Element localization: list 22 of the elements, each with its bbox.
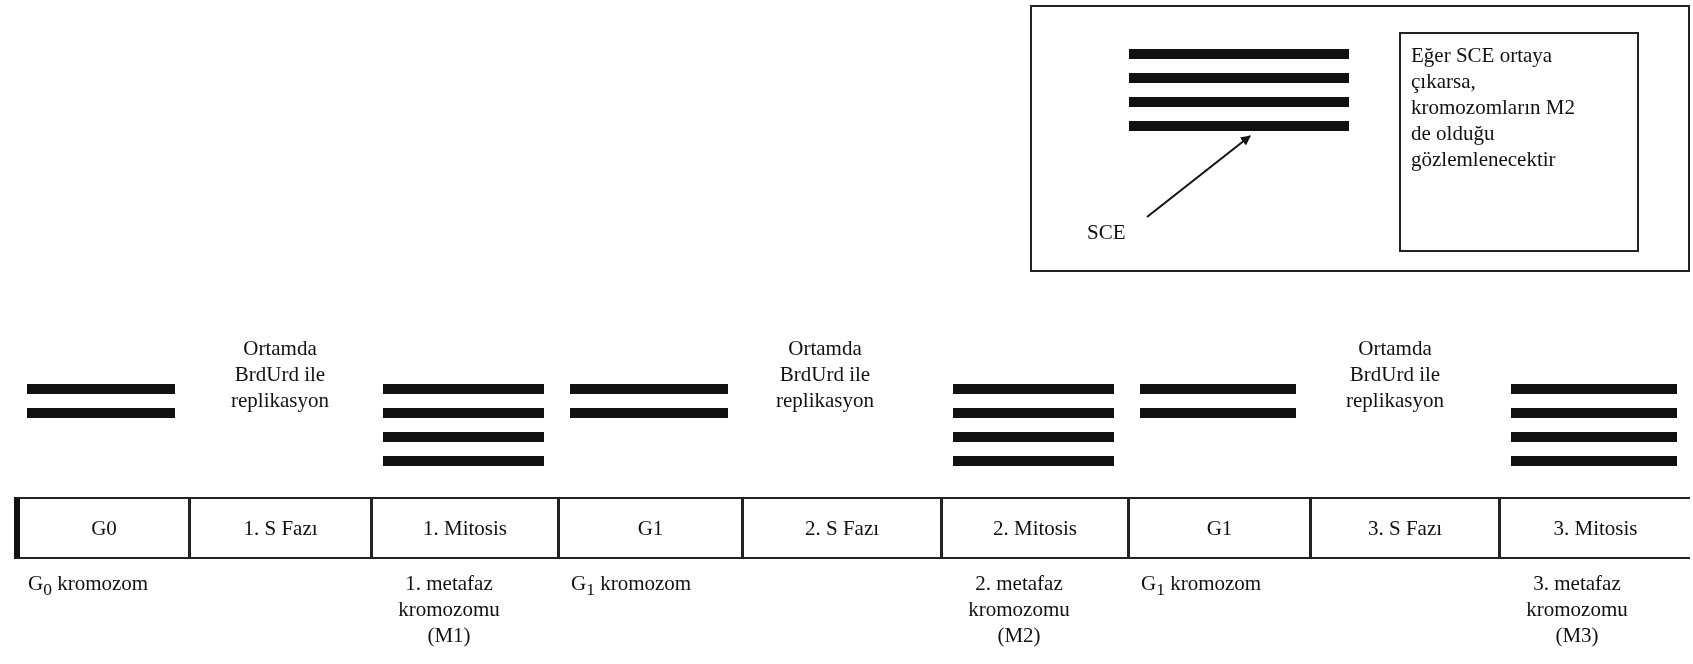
- leader-arrow: [1146, 135, 1251, 218]
- timeline-segment: 1. Mitosis: [370, 497, 557, 559]
- legend-panel: [1030, 5, 1690, 272]
- stage-caption: Ortamda BrdUrd ile replikasyon: [230, 335, 330, 413]
- stage-caption: Ortamda BrdUrd ile replikasyon: [775, 335, 875, 413]
- timeline-segment: 2. Mitosis: [940, 497, 1127, 559]
- stage-caption: Ortamda BrdUrd ile replikasyon: [1345, 335, 1445, 413]
- timeline-segment: G0: [14, 497, 188, 559]
- stage-caption: G$_{1}$ kromozom: [1141, 570, 1263, 602]
- timeline-segment: 3. Mitosis: [1498, 497, 1690, 559]
- callout-label: SCE: [1087, 219, 1167, 249]
- stage-caption: G$_{1}$ kromozom: [571, 570, 693, 602]
- timeline-segment: G1: [1127, 497, 1309, 559]
- timeline-segment: 3. S Fazı: [1309, 497, 1498, 559]
- note-box: Eğer SCE ortaya çıkarsa, kromozomların M2 de olduğu gözlemlenecektir: [1399, 32, 1639, 252]
- timeline-segment: G1: [557, 497, 741, 559]
- stage-caption: 2. metafaz kromozomu (M2): [967, 570, 1071, 648]
- stage-caption: 3. metafaz kromozomu (M3): [1525, 570, 1629, 648]
- timeline-segment: 1. S Fazı: [188, 497, 370, 559]
- timeline-segment: 2. S Fazı: [741, 497, 940, 559]
- stage-caption: G$_{0}$ kromozom: [28, 570, 150, 602]
- stage-caption: 1. metafaz kromozomu (M1): [397, 570, 501, 648]
